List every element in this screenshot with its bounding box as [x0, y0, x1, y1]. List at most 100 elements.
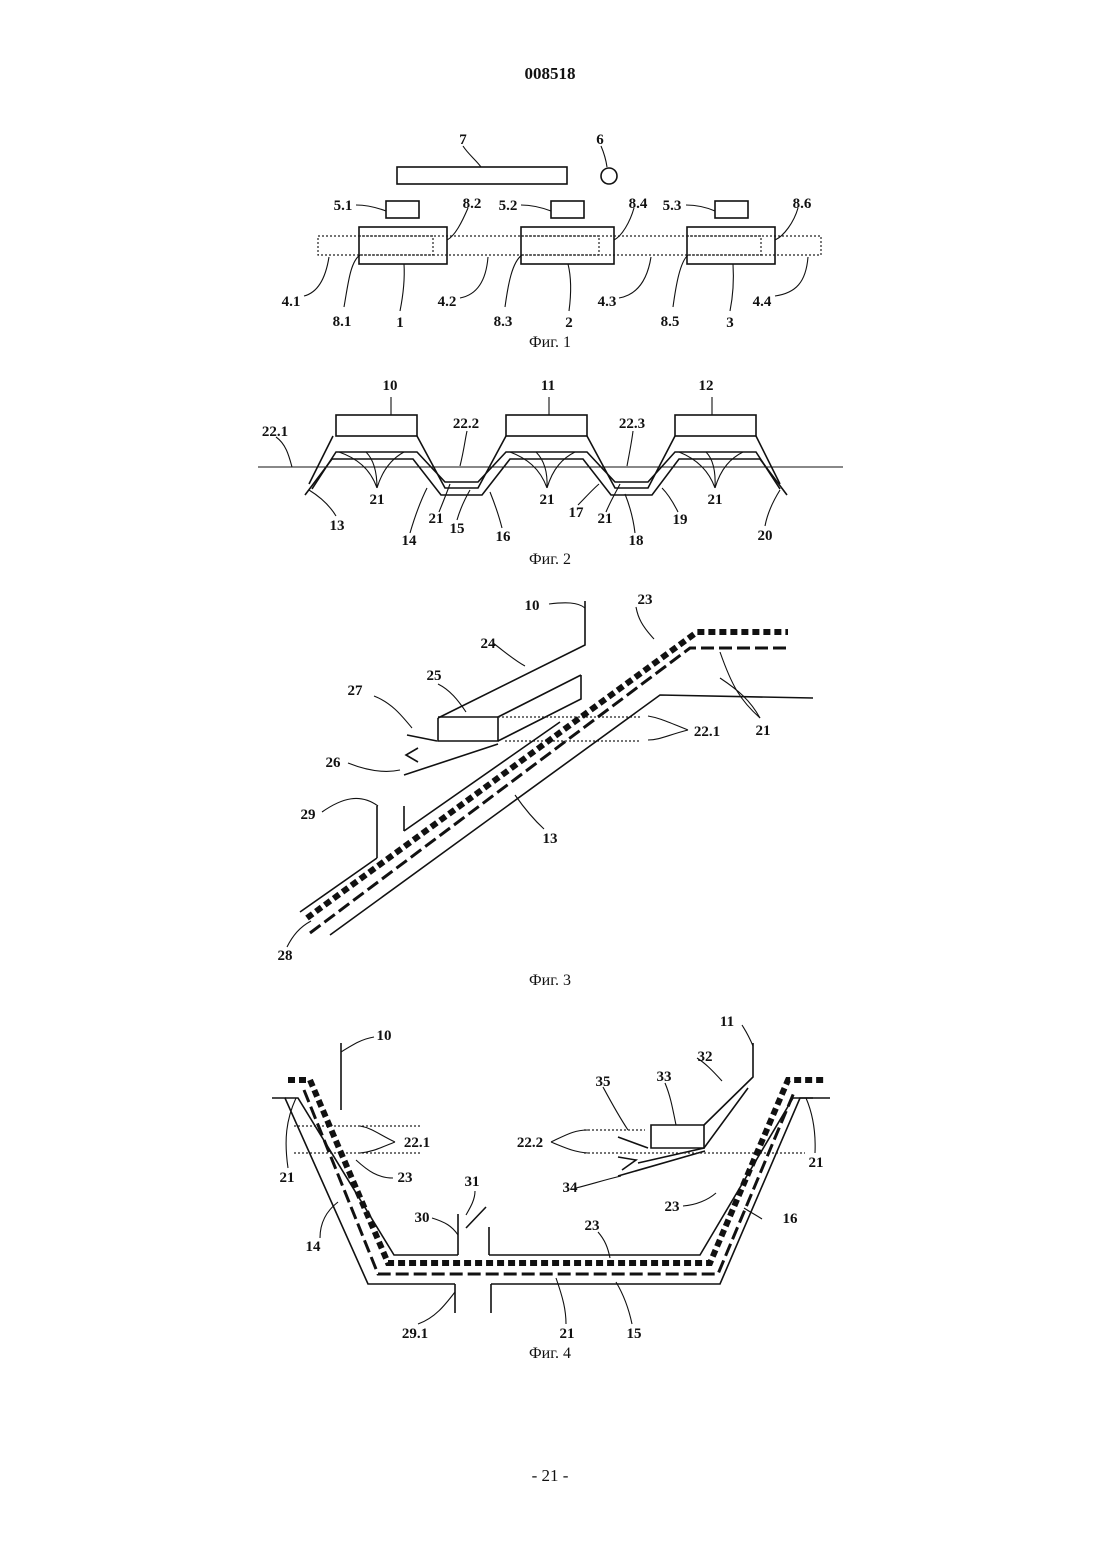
fig4-trough-inner [285, 1098, 813, 1255]
fig3-label-29: 29 [301, 807, 316, 823]
fig1-label-8-2: 8.2 [463, 196, 482, 212]
fig2-label-16: 16 [496, 529, 512, 545]
fig4-element-35 [618, 1137, 648, 1148]
fig1-label-5-1: 5.1 [334, 198, 353, 214]
fig4-layer-23 [288, 1080, 826, 1263]
fig4-label-11: 11 [720, 1014, 734, 1030]
fig3-element-13 [330, 695, 813, 935]
fig1-label-5-2: 5.2 [499, 198, 518, 214]
fig4-label-21a: 21 [280, 1170, 295, 1186]
fig2-label-22-1: 22.1 [262, 424, 288, 440]
fig2-element-11 [506, 415, 587, 436]
figure-2: 10 11 12 22.1 22.2 22.3 21 21 21 21 21 1… [258, 378, 843, 568]
fig4-label-21c: 21 [560, 1326, 575, 1342]
fig2-label-11: 11 [541, 378, 555, 394]
fig4-label-35: 35 [596, 1074, 611, 1090]
fig2-label-10: 10 [383, 378, 398, 394]
page-number: - 21 - [0, 1466, 1100, 1486]
fig2-caption: Фиг. 2 [529, 551, 571, 568]
fig1-label-2: 2 [565, 315, 573, 331]
fig1-label-8-5: 8.5 [661, 314, 680, 330]
fig1-element-8-5 [687, 236, 761, 255]
fig2-label-21a: 21 [370, 492, 385, 508]
fig1-label-4-4: 4.4 [753, 294, 772, 310]
fig4-element-34 [618, 1151, 705, 1176]
figure-1: 7 6 5.1 5.2 5.3 8.2 8.4 8.6 4.1 8.1 1 4.… [282, 132, 821, 351]
fig1-element-3 [687, 227, 775, 264]
fig1-element-8-1 [359, 236, 433, 255]
fig2-element-10 [336, 415, 417, 436]
fig1-label-8-4: 8.4 [629, 196, 648, 212]
fig1-label-4-1: 4.1 [282, 294, 301, 310]
fig1-element-6 [601, 168, 617, 184]
fig2-label-14: 14 [402, 533, 418, 549]
fig4-label-23b: 23 [665, 1199, 680, 1215]
fig1-conveyor [318, 236, 821, 255]
fig3-label-21: 21 [756, 723, 771, 739]
fig4-label-23c: 23 [585, 1218, 600, 1234]
fig3-label-27: 27 [348, 683, 364, 699]
fig4-label-32: 32 [698, 1049, 713, 1065]
figure-4: 10 11 32 35 33 22.1 22.2 21 21 23 23 23 … [272, 1014, 830, 1362]
fig2-label-22-2: 22.2 [453, 416, 479, 432]
fig4-caption: Фиг. 4 [529, 1345, 571, 1362]
fig4-label-10: 10 [377, 1028, 392, 1044]
fig3-caption: Фиг. 3 [529, 972, 571, 989]
fig2-label-19: 19 [673, 512, 688, 528]
fig3-label-13: 13 [543, 831, 558, 847]
fig2-label-17: 17 [569, 505, 585, 521]
fig1-element-1 [359, 227, 447, 264]
fig2-label-12: 12 [699, 378, 714, 394]
fig4-level-22-1 [294, 1126, 420, 1153]
fig2-label-20: 20 [758, 528, 773, 544]
fig4-label-31: 31 [465, 1174, 480, 1190]
fig3-element-27 [407, 735, 437, 741]
fig2-label-22-3: 22.3 [619, 416, 645, 432]
fig3-element-24 [438, 601, 585, 718]
fig1-element-5-1 [386, 201, 419, 218]
fig1-label-4-2: 4.2 [438, 294, 457, 310]
fig1-element-2 [521, 227, 614, 264]
fig1-caption: Фиг. 1 [529, 334, 571, 351]
fig2-label-18: 18 [629, 533, 644, 549]
fig1-element-5-3 [715, 201, 748, 218]
figure-3: 10 23 24 25 27 22.1 21 26 29 13 28 Фиг. … [278, 592, 814, 989]
fig3-chute-lower [498, 675, 581, 741]
fig3-label-26: 26 [326, 755, 342, 771]
fig4-label-33: 33 [657, 1069, 672, 1085]
fig4-label-29-1: 29.1 [402, 1326, 428, 1342]
fig4-label-34: 34 [563, 1180, 579, 1196]
fig3-label-25: 25 [427, 668, 442, 684]
fig3-label-28: 28 [278, 948, 293, 964]
fig3-element-26 [404, 744, 498, 775]
fig3-layer-23 [307, 632, 788, 918]
fig1-label-8-6: 8.6 [793, 196, 812, 212]
fig2-label-15: 15 [450, 521, 465, 537]
fig1-leader [463, 146, 481, 167]
fig4-label-16: 16 [783, 1211, 799, 1227]
fig1-label-6: 6 [596, 132, 604, 148]
fig1-label-7: 7 [459, 132, 467, 148]
fig4-label-22-1: 22.1 [404, 1135, 430, 1151]
fig2-label-13: 13 [330, 518, 345, 534]
fig1-element-5-2 [551, 201, 584, 218]
fig2-label-21c: 21 [708, 492, 723, 508]
fig1-label-8-1: 8.1 [333, 314, 352, 330]
fig1-element-8-3 [521, 236, 599, 255]
fig1-label-4-3: 4.3 [598, 294, 617, 310]
fig1-element-7 [397, 167, 567, 184]
fig3-label-22-1: 22.1 [694, 724, 720, 740]
fig4-label-22-2: 22.2 [517, 1135, 543, 1151]
fig3-trough-upper-wall [300, 722, 560, 912]
fig4-label-21b: 21 [809, 1155, 824, 1171]
fig2-label-21d: 21 [429, 511, 444, 527]
fig4-label-23a: 23 [398, 1170, 413, 1186]
fig2-element-12 [675, 415, 756, 436]
fig3-label-24: 24 [481, 636, 497, 652]
fig4-label-14: 14 [306, 1239, 322, 1255]
fig2-label-21e: 21 [598, 511, 613, 527]
fig4-layer-21 [304, 1090, 795, 1274]
fig1-label-1: 1 [396, 315, 404, 331]
fig4-element-29-1 [455, 1284, 491, 1313]
